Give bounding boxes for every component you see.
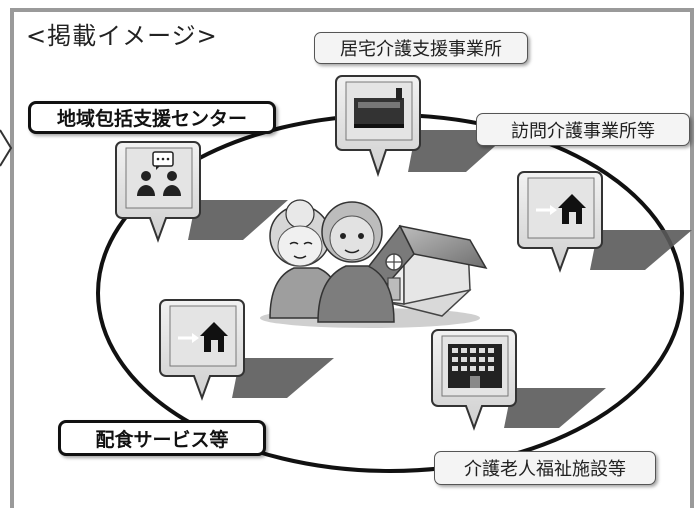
label-chiiki-center: 地域包括支援センター	[28, 101, 276, 134]
consultation-people-icon	[137, 151, 181, 196]
chevron-right-icon	[0, 129, 13, 167]
pin-kyotaku	[335, 75, 513, 178]
pin-kaigo	[431, 329, 606, 431]
network-diagram	[96, 75, 692, 473]
label-haishoku: 配食サービス等	[58, 420, 266, 456]
label-houmon: 訪問介護事業所等	[476, 113, 690, 146]
page-title: <掲載イメージ>	[26, 22, 218, 50]
label-kaigo: 介護老人福祉施設等	[434, 451, 656, 485]
care-facility-building-icon	[448, 344, 502, 388]
elderly-couple-and-house-icon	[260, 199, 488, 328]
office-desk-icon	[354, 88, 404, 128]
pin-chiiki	[115, 141, 288, 243]
pin-houmon	[517, 171, 692, 273]
home-delivery-icon	[178, 322, 228, 352]
home-visit-icon	[536, 194, 586, 224]
elderly-man-icon	[317, 201, 395, 323]
label-kyotaku: 居宅介護支援事業所	[314, 32, 528, 64]
pin-haishoku	[159, 299, 334, 401]
elderly-woman-icon	[269, 199, 343, 319]
